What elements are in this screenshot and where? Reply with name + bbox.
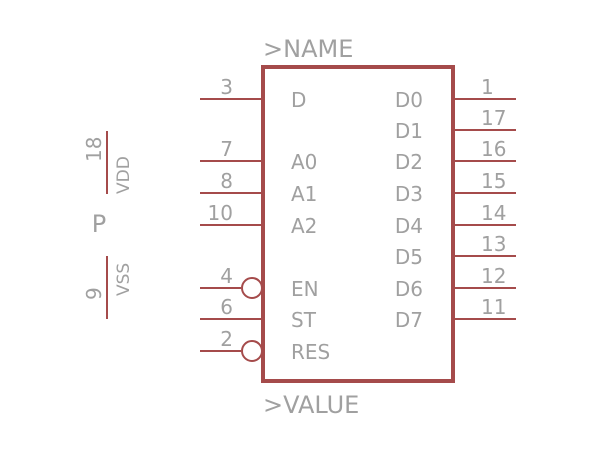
pin-number: 3 — [220, 75, 233, 99]
name-label: >NAME — [263, 35, 353, 63]
pin-number: 12 — [481, 264, 506, 288]
pin-label: D3 — [395, 182, 423, 206]
pin-number: 18 — [82, 137, 106, 162]
pin-number: 9 — [82, 287, 106, 300]
left-pins: 3 D 7 A0 8 A1 10 A2 4 EN 6 ST — [200, 75, 330, 364]
pin-number: 1 — [481, 75, 494, 99]
right-pin-d2: 16 D2 — [395, 137, 516, 174]
inversion-bubble-icon — [241, 277, 263, 299]
left-pin-d: 3 D — [200, 75, 306, 112]
pin-label: D1 — [395, 119, 423, 143]
pin-label: D5 — [395, 245, 423, 269]
power-label: P — [92, 210, 106, 238]
right-pin-d6: 12 D6 — [395, 264, 516, 301]
power-pin-vss: 9 VSS — [82, 256, 134, 319]
left-pin-st: 6 ST — [200, 295, 317, 332]
pin-number: 14 — [481, 201, 506, 225]
left-pin-en: 4 EN — [200, 264, 319, 301]
pin-label: D0 — [395, 88, 423, 112]
pin-number: 2 — [220, 327, 233, 351]
power-pin-vdd: 18 VDD — [82, 131, 134, 194]
pin-number: 7 — [220, 137, 233, 161]
inversion-bubble-icon — [241, 340, 263, 362]
pin-label: D — [291, 88, 306, 112]
value-label: >VALUE — [263, 391, 359, 419]
power-symbol: P 18 VDD 9 VSS — [82, 131, 134, 319]
pin-label: VDD — [114, 156, 134, 194]
pin-label: A0 — [291, 150, 317, 174]
pin-number: 15 — [481, 169, 506, 193]
pin-label: D2 — [395, 150, 423, 174]
pin-number: 13 — [481, 232, 506, 256]
pin-label: ST — [291, 308, 317, 332]
pin-label: EN — [291, 277, 319, 301]
left-pin-res: 2 RES — [200, 327, 330, 364]
pin-label: RES — [291, 340, 330, 364]
right-pin-d1: 17 D1 — [395, 106, 516, 143]
pin-number: 16 — [481, 137, 506, 161]
right-pin-d5: 13 D5 — [395, 232, 516, 269]
left-pin-a0: 7 A0 — [200, 137, 317, 174]
right-pin-d0: 1 D0 — [395, 75, 516, 112]
right-pin-d3: 15 D3 — [395, 169, 516, 206]
pin-number: 10 — [208, 201, 233, 225]
pin-number: 4 — [220, 264, 233, 288]
pin-label: D6 — [395, 277, 423, 301]
pin-label: A2 — [291, 214, 317, 238]
right-pin-d4: 14 D4 — [395, 201, 516, 238]
right-pin-d7: 11 D7 — [395, 295, 516, 332]
right-pins: 1 D0 17 D1 16 D2 15 D3 14 D4 13 D5 — [395, 75, 516, 332]
left-pin-a2: 10 A2 — [200, 201, 317, 238]
pin-number: 17 — [481, 106, 506, 130]
pin-label: D4 — [395, 214, 423, 238]
pin-label: VSS — [114, 263, 134, 296]
left-pin-a1: 8 A1 — [200, 169, 317, 206]
pin-number: 6 — [220, 295, 233, 319]
pin-number: 8 — [220, 169, 233, 193]
pin-label: A1 — [291, 182, 317, 206]
pin-label: D7 — [395, 308, 423, 332]
pin-number: 11 — [481, 295, 506, 319]
